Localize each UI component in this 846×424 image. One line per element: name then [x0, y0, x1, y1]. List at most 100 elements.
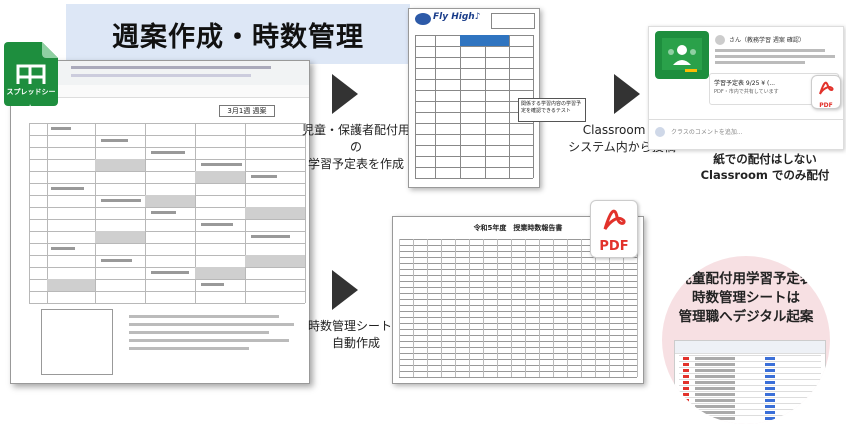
avatar	[715, 35, 725, 45]
grid-line	[29, 291, 305, 292]
grid-line	[413, 239, 414, 377]
grid-line	[29, 123, 30, 303]
grid-line	[427, 239, 428, 377]
grid-line	[415, 134, 533, 135]
google-classroom-icon	[655, 31, 709, 79]
grid-line	[415, 145, 533, 146]
circle-note: 児童配付用学習予定表 時数管理シートは 管理職へデジタル起案	[678, 271, 814, 325]
grid-line	[609, 239, 610, 377]
row-badge	[765, 411, 775, 414]
schedule-logo-text: Fly High♪	[433, 12, 481, 22]
summary-table	[41, 309, 113, 375]
grid-line	[29, 231, 305, 232]
grid-line	[399, 377, 637, 378]
row-marker	[683, 357, 689, 360]
grid-line	[415, 46, 533, 47]
row-badge	[765, 405, 775, 408]
grid-line	[399, 299, 637, 300]
row-badge	[765, 381, 775, 384]
shaded-cell	[95, 159, 145, 171]
row-marker	[683, 387, 689, 390]
arrow-right-icon	[332, 270, 358, 310]
grid-line	[399, 287, 637, 288]
attachment-title: 学習予定表 9/25 ¥ (...	[714, 80, 776, 87]
grid-line	[679, 403, 821, 404]
grid-line	[679, 409, 821, 410]
notes-block	[129, 309, 299, 373]
row-marker	[683, 417, 689, 420]
grid-line	[679, 379, 821, 380]
cell-text	[251, 175, 277, 178]
attachment-subtitle: PDF・市内で共有しています	[714, 89, 779, 95]
pdf-file-icon: PDF	[811, 75, 841, 109]
grid-line	[525, 239, 526, 377]
grid-line	[455, 239, 456, 377]
grid-line	[415, 123, 533, 124]
grid-line	[29, 279, 305, 280]
grid-line	[399, 239, 637, 240]
grid-line	[415, 35, 416, 178]
grid-line	[399, 359, 637, 360]
row-marker	[683, 399, 689, 402]
grid-line	[95, 123, 96, 303]
cell-text	[151, 211, 176, 214]
shaded-cell	[47, 279, 95, 291]
grid-line	[415, 79, 533, 80]
comment-input[interactable]: クラスのコメントを追加...	[671, 129, 743, 136]
grid-line	[399, 251, 637, 252]
row-text	[695, 375, 735, 378]
grid-line	[485, 35, 486, 178]
grid-line	[595, 239, 596, 377]
grid-line	[29, 147, 305, 148]
week-heading: 3月1週 週案	[219, 105, 275, 117]
cell-text	[201, 163, 242, 166]
grid-line	[415, 178, 533, 179]
grid-line	[469, 239, 470, 377]
grid-line	[511, 239, 512, 377]
row-badge	[765, 417, 775, 420]
grid-line	[399, 305, 637, 306]
time-management-table	[393, 217, 643, 383]
row-marker	[683, 363, 689, 366]
grid-line	[399, 341, 637, 342]
grid-line	[399, 245, 637, 246]
grid-line	[399, 293, 637, 294]
cell-text	[201, 223, 233, 226]
row-badge	[765, 387, 775, 390]
grid-line	[399, 365, 637, 366]
cell-text	[151, 151, 185, 154]
row-badge	[765, 357, 775, 360]
grid-line	[399, 347, 637, 348]
grid-line	[567, 239, 568, 377]
grid-line	[553, 239, 554, 377]
grid-line	[399, 353, 637, 354]
grid-line	[441, 239, 442, 377]
grid-line	[399, 281, 637, 282]
grid-line	[399, 323, 637, 324]
grid-line	[415, 68, 533, 69]
digital-approval-circle: 児童配付用学習予定表 時数管理シートは 管理職へデジタル起案	[662, 256, 830, 424]
grid-line	[399, 329, 637, 330]
row-marker	[683, 381, 689, 384]
row-text	[695, 411, 735, 414]
row-badge	[765, 375, 775, 378]
cell-text	[51, 127, 71, 130]
pdf-file-icon: PDF	[590, 200, 638, 258]
grid-line	[581, 239, 582, 377]
step-auto-generate-caption: 時数管理シートを 自動作成	[307, 319, 404, 350]
spreadsheet-icon-label: スプレッドシート	[4, 84, 58, 112]
grid-line	[460, 35, 461, 178]
grid-line	[29, 207, 305, 208]
grid-line	[679, 397, 821, 398]
grid-line	[415, 101, 533, 102]
grid-line	[415, 167, 533, 168]
grid-line	[145, 123, 146, 303]
grid-line	[623, 239, 624, 377]
shaded-cell	[245, 207, 305, 219]
grid-line	[399, 317, 637, 318]
logo-mark-icon	[415, 13, 431, 25]
grid-line	[29, 267, 305, 268]
grid-line	[399, 371, 637, 372]
row-text	[695, 369, 735, 372]
cell-text	[101, 139, 128, 142]
